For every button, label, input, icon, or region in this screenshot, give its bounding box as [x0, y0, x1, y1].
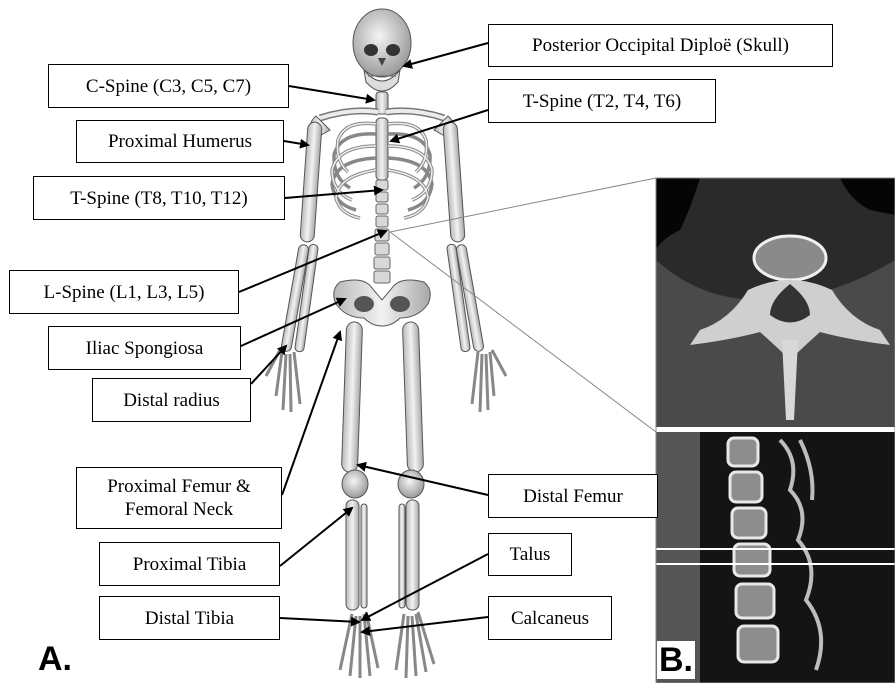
- left-hand: [266, 350, 300, 412]
- left-femur: [341, 322, 362, 472]
- right-humerus: [443, 122, 465, 243]
- right-hand: [472, 350, 506, 412]
- right-femur: [402, 322, 423, 472]
- label-talus: Talus: [488, 533, 572, 576]
- label-c-spine: C-Spine (C3, C5, C7): [48, 64, 289, 108]
- label-posterior-occipital: Posterior Occipital Diploë (Skull): [488, 24, 833, 67]
- label-iliac-spongiosa: Iliac Spongiosa: [48, 326, 241, 370]
- arrow-posterior-occipital: [404, 43, 488, 66]
- arrow-proximal-tibia: [280, 508, 352, 566]
- skeleton-figure: [266, 9, 506, 678]
- label-t-spine-lower: T-Spine (T8, T10, T12): [33, 176, 285, 220]
- panel-letter-b: B.: [657, 641, 695, 679]
- label-proximal-femur-line1: Proximal Femur &: [107, 475, 251, 498]
- panel-letter-a: A.: [38, 640, 72, 679]
- label-proximal-femur-line2: Femoral Neck: [125, 498, 233, 521]
- label-distal-tibia: Distal Tibia: [99, 596, 280, 640]
- right-foot: [396, 612, 434, 678]
- label-proximal-femur: Proximal Femur & Femoral Neck: [76, 467, 282, 529]
- pelvis: [334, 280, 431, 326]
- arrow-talus: [362, 554, 488, 620]
- ct-panel: [656, 178, 895, 683]
- label-t-spine-upper: T-Spine (T2, T4, T6): [488, 79, 716, 123]
- label-proximal-humerus: Proximal Humerus: [76, 120, 284, 163]
- label-distal-radius: Distal radius: [92, 378, 251, 422]
- label-distal-femur: Distal Femur: [488, 474, 658, 518]
- skull: [353, 9, 411, 77]
- sternum: [376, 118, 388, 180]
- left-tibia: [346, 500, 359, 610]
- label-proximal-tibia: Proximal Tibia: [99, 542, 280, 586]
- arrow-proximal-humerus: [284, 141, 308, 145]
- left-humerus: [300, 122, 322, 243]
- label-calcaneus: Calcaneus: [488, 596, 612, 640]
- spine-column: [374, 180, 390, 283]
- panel-connector-bottom: [390, 232, 656, 432]
- arrow-distal-tibia: [280, 618, 359, 622]
- arrow-c-spine: [289, 86, 374, 100]
- label-l-spine: L-Spine (L1, L3, L5): [9, 270, 239, 314]
